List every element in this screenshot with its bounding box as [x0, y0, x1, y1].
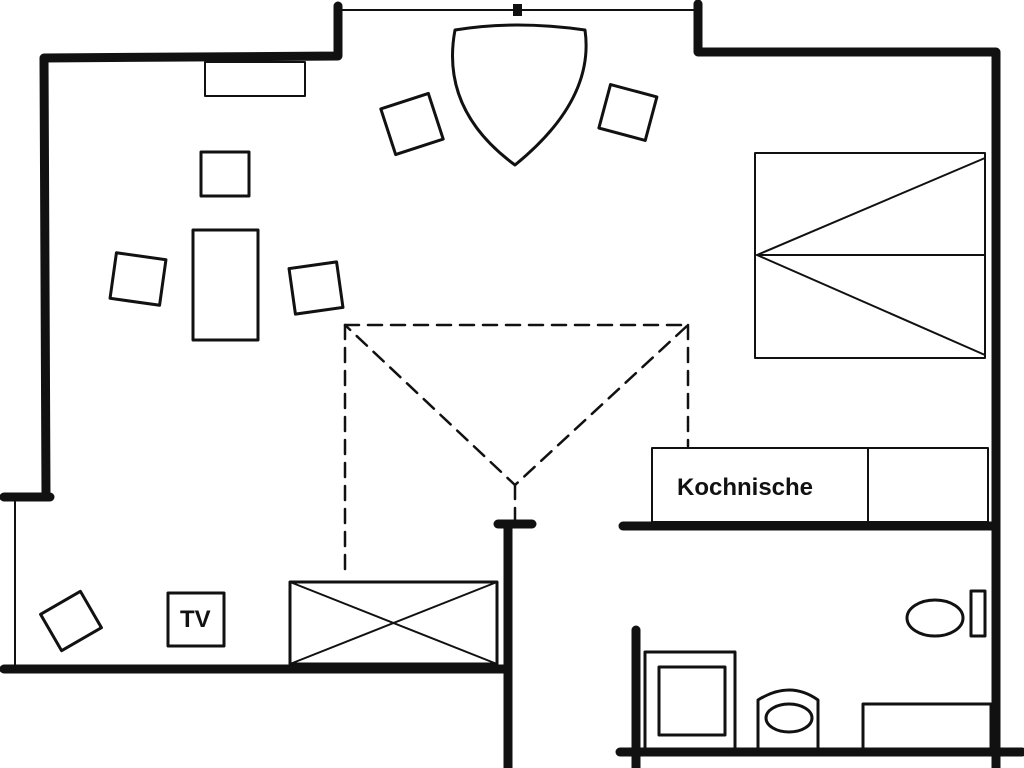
chair	[199, 150, 251, 198]
toilet-tank	[969, 589, 987, 638]
wall-left-upper	[39, 1, 343, 500]
chair	[287, 260, 345, 316]
wall-right-upper	[693, 0, 1001, 768]
coffee-table	[191, 228, 260, 342]
shower	[643, 650, 737, 754]
bed-lines	[756, 157, 986, 356]
armchair	[39, 589, 103, 653]
kitchen-counter-right	[867, 447, 989, 523]
desk	[204, 61, 306, 97]
chair	[597, 83, 659, 142]
wardrobe-cross	[289, 581, 498, 665]
sink-basin	[764, 702, 814, 734]
kitchenette-label: Kochnische	[677, 474, 814, 501]
wardrobe	[288, 580, 499, 666]
dashed-overhead	[343, 323, 690, 580]
tv-label: TV	[180, 606, 211, 633]
tv-stand	[166, 591, 226, 648]
chair	[108, 251, 168, 307]
sink	[756, 688, 820, 754]
shower-tray	[657, 665, 727, 737]
toilet	[905, 598, 965, 638]
bathtub	[861, 702, 993, 754]
window-mark	[513, 4, 522, 16]
chair	[379, 91, 445, 157]
dining-table	[451, 23, 588, 167]
